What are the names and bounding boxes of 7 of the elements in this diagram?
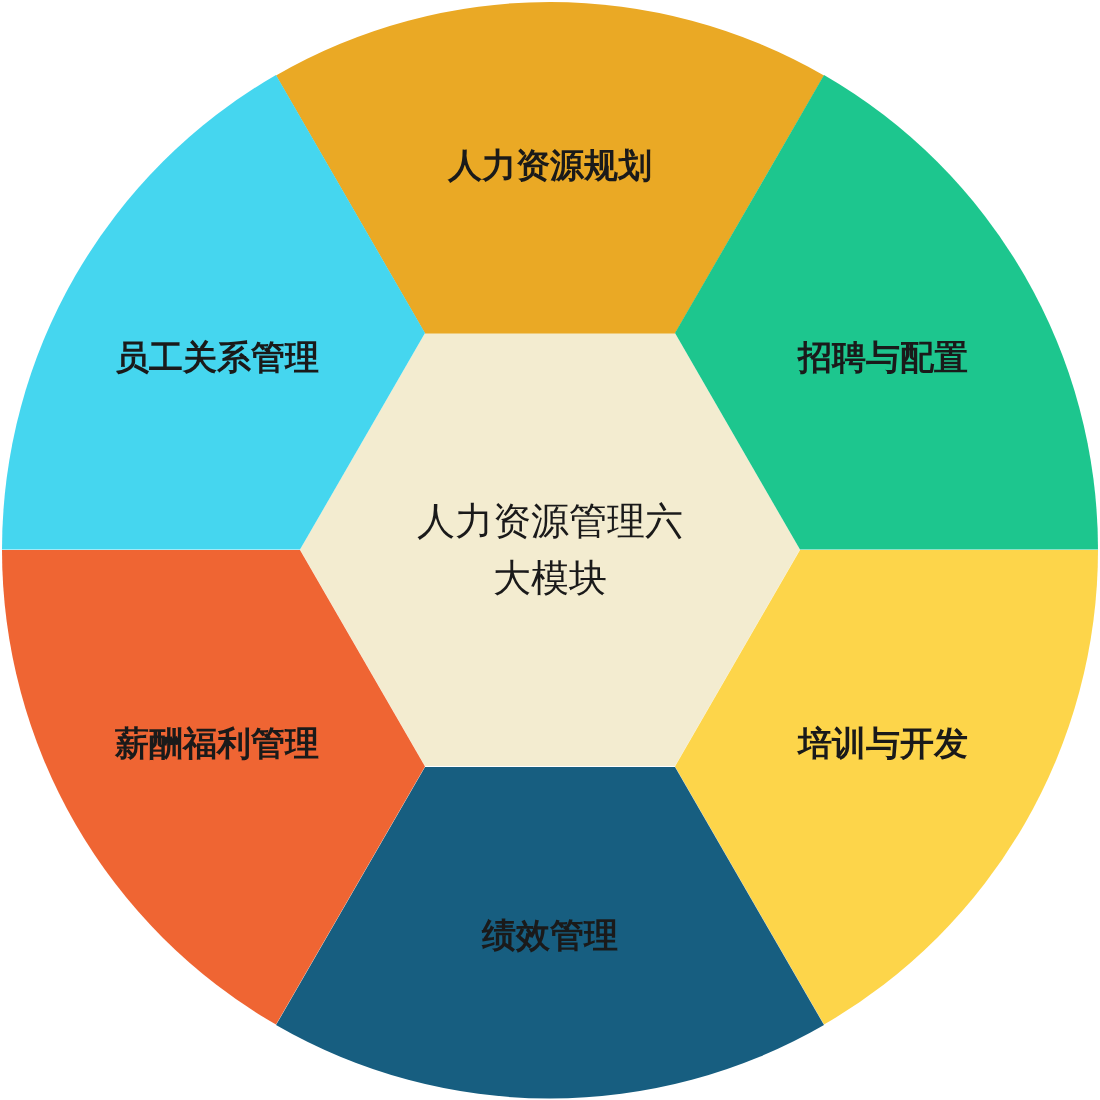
module-label: 员工关系管理 xyxy=(114,336,319,379)
module-label: 招聘与配置 xyxy=(798,336,969,379)
module-label: 人力资源规划 xyxy=(448,143,652,187)
module-label: 薪酬福利管理 xyxy=(114,721,319,764)
module-label: 培训与开发 xyxy=(798,721,969,764)
center-title: 人力资源管理六大模块 xyxy=(416,498,684,602)
module-label: 绩效管理 xyxy=(482,913,618,957)
